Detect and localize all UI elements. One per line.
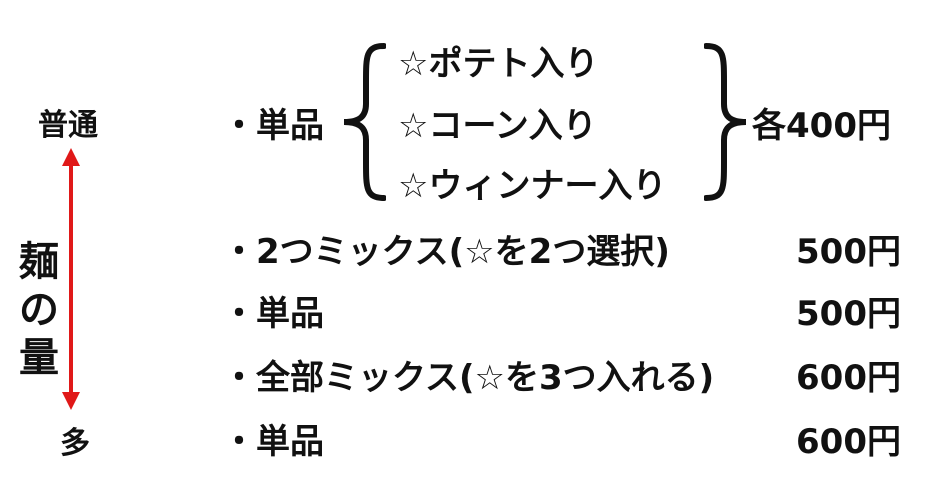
double-arrow-icon [62,148,80,410]
menu-item: ・単品 [222,422,324,462]
right-brace-icon [704,43,747,201]
option-item: ☆ポテト入り [398,44,599,84]
menu-item: ・単品 [222,294,324,334]
menu-price: 500円 [796,294,901,334]
left-brace-icon [343,43,386,201]
scale-top-label: 普通 [38,108,98,143]
option-item: ☆ウィンナー入り [398,166,667,206]
scale-vertical-char: の [19,287,59,333]
menu-price: 600円 [796,422,901,462]
menu-item: ・2つミックス(☆を2つ選択) [222,232,670,272]
scale-vertical-char: 量 [19,335,59,381]
menu-price: 500円 [796,232,901,272]
scale-vertical-label: 麺 の 量 [14,238,64,382]
menu-price: 600円 [796,358,901,398]
scale-vertical-char: 麺 [19,239,59,285]
group-price: 各400円 [752,106,891,146]
menu-item: ・全部ミックス(☆を3つ入れる) [222,358,715,398]
menu-item: ・単品 [222,106,324,146]
scale-bottom-label: 多 [60,426,90,461]
option-item: ☆コーン入り [398,106,597,146]
